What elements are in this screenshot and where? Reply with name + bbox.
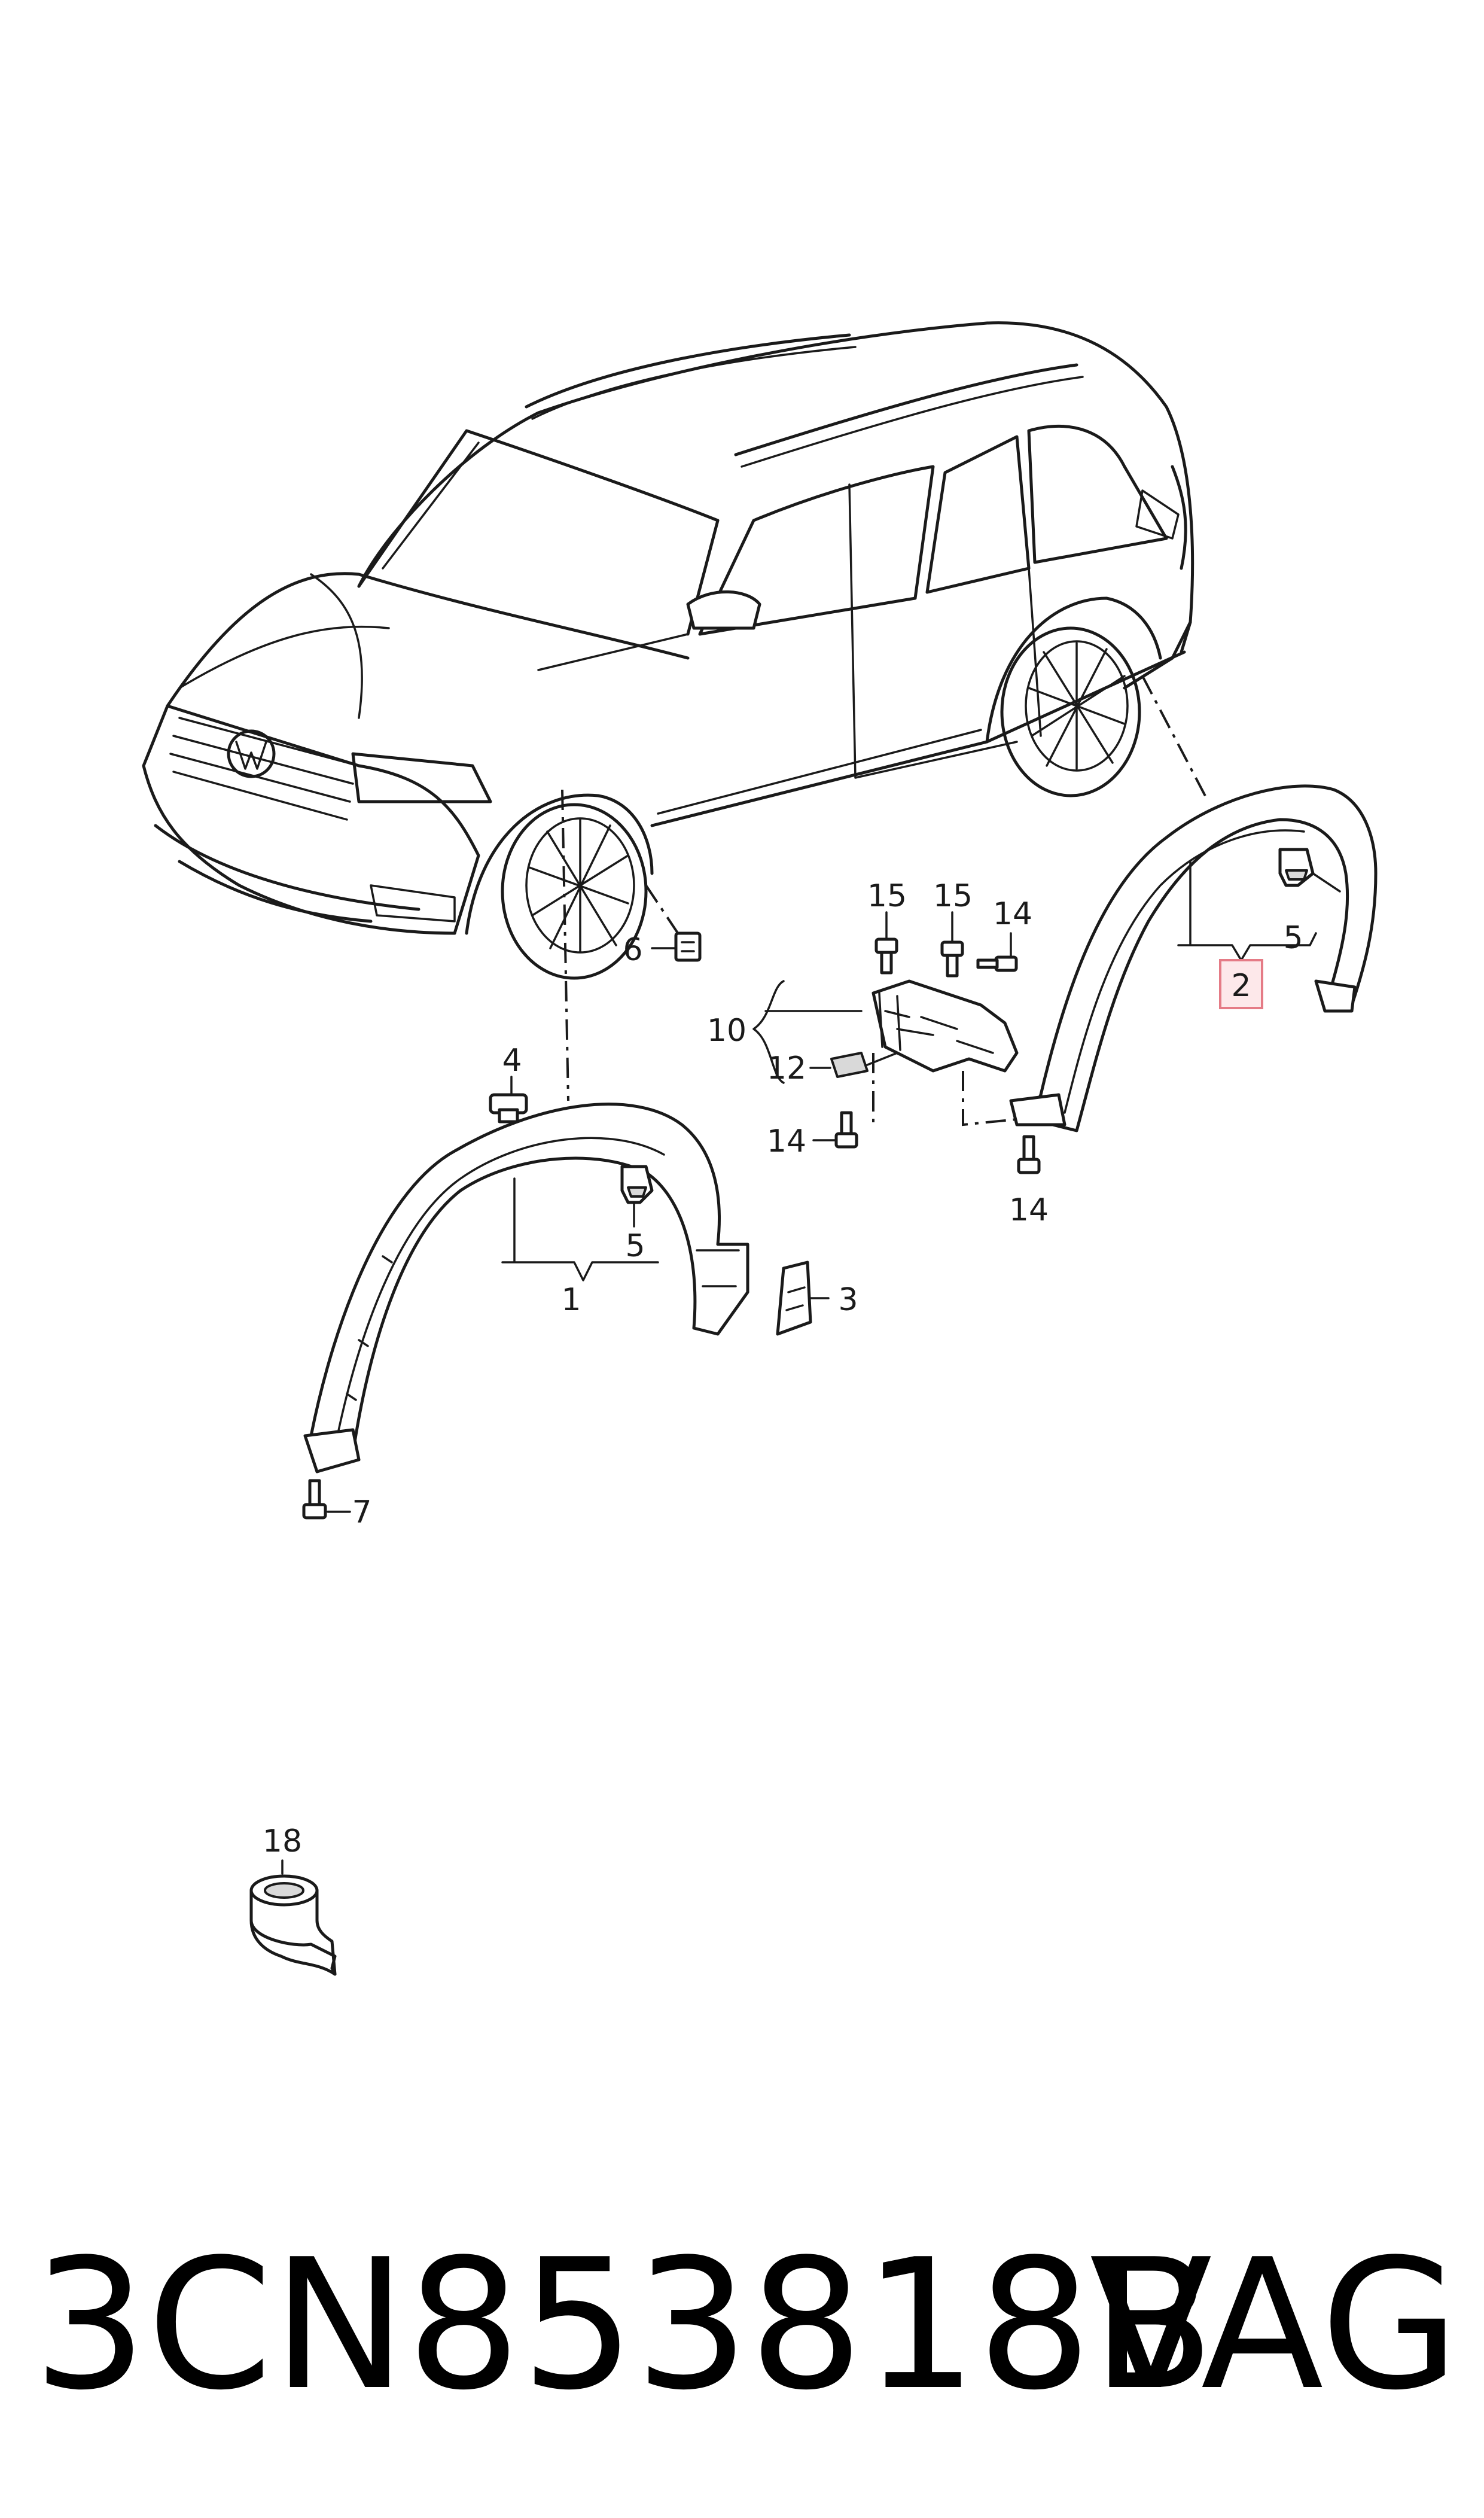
tape-roll-18-icon bbox=[249, 1874, 337, 1976]
clip-4-icon bbox=[489, 1093, 528, 1123]
front-wheel-arch-trim bbox=[309, 1103, 749, 1473]
callout-14-right: 14 bbox=[1009, 1192, 1049, 1228]
leader-12 bbox=[809, 1052, 898, 1069]
part-3-icon bbox=[776, 1260, 812, 1336]
callout-2-highlight bbox=[1219, 959, 1263, 1009]
callout-10: 10 bbox=[707, 1013, 746, 1049]
callout-12: 12 bbox=[767, 1051, 806, 1086]
screw-14-top-icon bbox=[976, 955, 1018, 972]
clip-5-front-icon bbox=[620, 1165, 654, 1204]
screw-14-left-icon bbox=[834, 1111, 858, 1149]
callout-3: 3 bbox=[838, 1282, 858, 1318]
callout-1: 1 bbox=[561, 1282, 581, 1318]
clip-6-icon bbox=[674, 931, 702, 962]
callout-4: 4 bbox=[502, 1043, 522, 1079]
callout-14-left: 14 bbox=[767, 1123, 806, 1159]
bracket-1 bbox=[501, 1177, 659, 1281]
part-12-icon bbox=[830, 1052, 869, 1078]
leader-5-rear bbox=[1312, 872, 1341, 893]
callout-14-top: 14 bbox=[993, 896, 1032, 932]
bracket-2 bbox=[1177, 860, 1317, 961]
screw-15b-icon bbox=[940, 940, 964, 978]
screw-15a-icon bbox=[874, 937, 898, 975]
vehicle-illustration bbox=[142, 321, 1194, 980]
callout-5-rear: 5 bbox=[1283, 920, 1303, 956]
callout-5-front: 5 bbox=[625, 1228, 645, 1264]
rear-arch-lower-tab bbox=[1009, 1093, 1066, 1126]
callout-6: 6 bbox=[623, 932, 642, 968]
brace-10 bbox=[752, 980, 863, 1084]
screw-7-icon bbox=[302, 1479, 327, 1520]
assembly-leaders bbox=[561, 675, 1209, 1126]
front-arch-mount-tab bbox=[303, 1428, 361, 1473]
rear-arch-end-tab bbox=[1314, 979, 1357, 1013]
brand-label: VAG bbox=[1090, 2221, 1459, 2429]
callout-7: 7 bbox=[352, 1494, 371, 1530]
rear-wheel-arch-trim bbox=[1027, 784, 1378, 1132]
screw-14-right-icon bbox=[1017, 1135, 1041, 1174]
bracket-assembly-10 bbox=[871, 979, 1019, 1073]
callout-18: 18 bbox=[263, 1823, 302, 1859]
part-number: 3CN853818B bbox=[33, 2221, 1215, 2429]
callout-15a: 15 bbox=[867, 878, 907, 914]
clip-5-rear-icon bbox=[1278, 848, 1315, 887]
callout-2: 2 bbox=[1231, 968, 1251, 1004]
callout-15b: 15 bbox=[933, 878, 973, 914]
